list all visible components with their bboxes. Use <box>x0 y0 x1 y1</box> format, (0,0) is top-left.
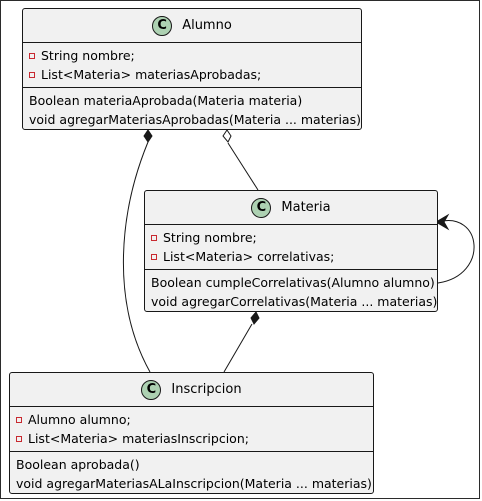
class-name: Inscripcion <box>171 382 242 397</box>
class-inscripcion[interactable]: C Inscripcion Alumno alumno; List<Materi… <box>9 372 374 494</box>
field-row: Alumno alumno; <box>16 410 367 429</box>
composition-diamond-materia <box>250 311 260 325</box>
fields-section: String nombre; List<Materia> correlativa… <box>145 225 437 270</box>
method-row: void agregarCorrelativas(Materia ... mat… <box>151 294 438 309</box>
field-row: List<Materia> correlativas; <box>151 247 431 266</box>
method-row: Boolean cumpleCorrelativas(Alumno alumno… <box>151 275 435 290</box>
field-row: String nombre; <box>29 46 355 65</box>
fields-section: String nombre; List<Materia> materiasApr… <box>23 43 361 88</box>
methods-section: Boolean aprobada() void agregarMateriasA… <box>10 452 373 496</box>
class-badge-icon: C <box>251 197 272 218</box>
class-header: C Inscripcion <box>10 373 373 407</box>
private-field-icon <box>151 254 157 260</box>
composition-materia-inscripcion <box>223 323 253 373</box>
class-header: C Materia <box>145 191 437 225</box>
private-field-icon <box>29 53 35 59</box>
private-field-icon <box>151 235 157 241</box>
method-row: void agregarMateriasAprobadas(Materia ..… <box>29 112 361 127</box>
fields-section: Alumno alumno; List<Materia> materiasIns… <box>10 407 373 452</box>
class-alumno[interactable]: C Alumno String nombre; List<Materia> ma… <box>22 8 362 130</box>
class-badge-icon: C <box>141 379 162 400</box>
methods-section: Boolean cumpleCorrelativas(Alumno alumno… <box>145 270 437 314</box>
field-row: String nombre; <box>151 228 431 247</box>
field-row: List<Materia> materiasAprobadas; <box>29 65 355 84</box>
method-row: Boolean aprobada() <box>16 457 140 472</box>
private-field-icon <box>16 436 22 442</box>
composition-diamond-alumno <box>143 129 153 143</box>
private-field-icon <box>29 72 35 78</box>
class-materia[interactable]: C Materia String nombre; List<Materia> c… <box>144 190 438 312</box>
class-name: Materia <box>281 200 331 215</box>
class-header: C Alumno <box>23 9 361 43</box>
class-badge-icon: C <box>152 15 173 36</box>
method-row: Boolean materiaAprobada(Materia materia) <box>29 93 303 108</box>
composition-alumno-inscripcion <box>123 141 151 373</box>
private-field-icon <box>16 417 22 423</box>
field-row: List<Materia> materiasInscripcion; <box>16 429 367 448</box>
self-association-materia <box>437 220 475 284</box>
aggregation-alumno-materia <box>227 142 259 191</box>
method-row: void agregarMateriasALaInscripcion(Mater… <box>16 476 372 491</box>
methods-section: Boolean materiaAprobada(Materia materia)… <box>23 88 361 132</box>
aggregation-diamond-alumno <box>222 129 232 143</box>
self-association-arrowhead <box>435 213 450 231</box>
class-name: Alumno <box>182 18 232 33</box>
